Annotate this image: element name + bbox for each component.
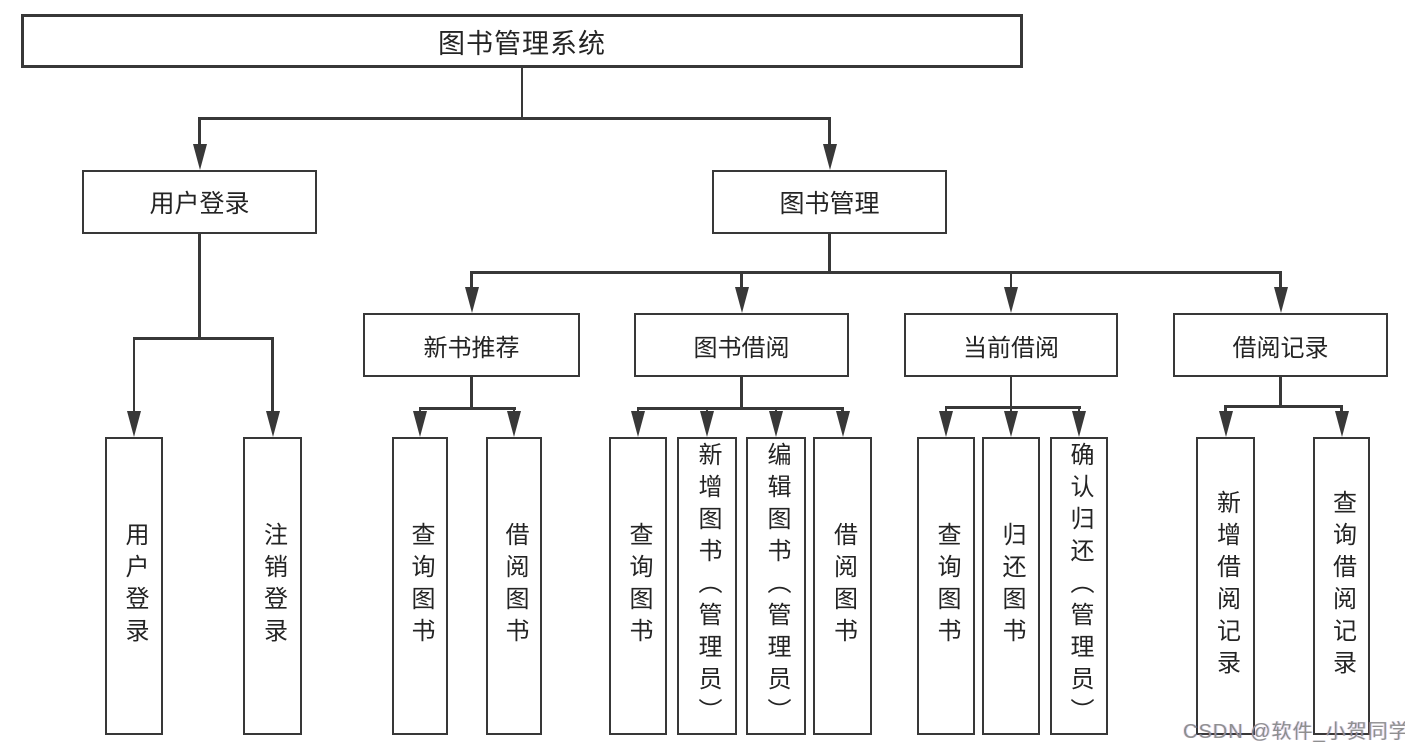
connector-user-login-stem xyxy=(198,234,201,337)
leaf-br-query-record: 查询借阅记录 xyxy=(1313,437,1370,735)
down-arrow-cb-confirm xyxy=(1072,411,1086,437)
connector-user-login-hbar xyxy=(132,337,274,340)
leaf-logout-login: 注销登录 xyxy=(243,437,302,735)
connector-book-management-stem xyxy=(828,234,831,271)
leaf-nbr-borrow-books: 借阅图书 xyxy=(486,437,542,735)
leaf-bb-query-books: 查询图书 xyxy=(609,437,667,735)
connector-cb-hbar xyxy=(944,406,1081,409)
node-current-borrowing: 当前借阅 xyxy=(904,313,1118,377)
leaf-cb-confirm-return-admin: 确认归还（管理员） xyxy=(1050,437,1108,735)
leaf-cb-confirm-return-admin-label: 确认归还（管理员） xyxy=(1066,442,1093,730)
leaf-bb-edit-books-admin: 编辑图书（管理员） xyxy=(746,437,806,735)
connector-shaft-cb-return xyxy=(1009,406,1013,413)
down-arrow-current-borrowing xyxy=(1004,287,1018,313)
down-arrow-book-borrowing xyxy=(734,287,749,313)
connector-shaft-br-add xyxy=(1224,405,1227,413)
leaf-cb-return-books: 归还图书 xyxy=(982,437,1040,735)
connector-shaft-borrowing-records xyxy=(1279,271,1282,289)
node-user-login-label: 用户登录 xyxy=(149,190,250,218)
down-arrow-cb-query xyxy=(939,411,953,437)
connector-shaft-br-query xyxy=(1340,405,1343,413)
down-arrow-bb-edit xyxy=(769,411,783,437)
node-book-management: 图书管理 xyxy=(712,170,947,234)
connector-bb-stem xyxy=(740,377,743,407)
connector-shaft-nbr-query xyxy=(418,407,422,413)
leaf-cb-query-books: 查询图书 xyxy=(917,437,975,735)
down-arrow-bb-add xyxy=(700,411,714,437)
leaf-user-login-label: 用户登录 xyxy=(121,522,148,650)
connector-shaft-cb-query xyxy=(944,406,948,413)
node-library-system: 图书管理系统 xyxy=(21,14,1023,68)
connector-shaft-user-login xyxy=(198,117,201,146)
connector-bb-hbar xyxy=(636,407,844,410)
down-arrow-br-query xyxy=(1334,411,1349,437)
leaf-br-add-record-label: 新增借阅记录 xyxy=(1212,490,1240,682)
down-arrow-bb-query xyxy=(631,411,645,437)
down-arrow-nbr-borrow xyxy=(507,411,521,437)
down-arrow-cb-return xyxy=(1004,411,1018,437)
down-arrow-book-management xyxy=(822,144,837,170)
leaf-cb-query-books-label: 查询图书 xyxy=(933,522,960,650)
leaf-bb-query-books-label: 查询图书 xyxy=(625,522,652,650)
connector-shaft-bb-edit xyxy=(774,407,778,413)
leaf-br-query-record-label: 查询借阅记录 xyxy=(1328,490,1356,682)
leaf-nbr-query-books-label: 查询图书 xyxy=(407,522,434,650)
connector-shaft-cb-confirm xyxy=(1077,406,1081,413)
down-arrow-bb-borrow xyxy=(835,411,850,437)
connector-br-hbar xyxy=(1224,405,1343,408)
connector-shaft-current-borrowing xyxy=(1009,271,1013,289)
leaf-bb-add-books-admin: 新增图书（管理员） xyxy=(677,437,737,735)
connector-br-stem xyxy=(1279,377,1282,405)
connector-book-management-hbar xyxy=(470,271,1282,274)
down-arrow-borrowing-records xyxy=(1273,287,1288,313)
node-new-book-recommend-label: 新书推荐 xyxy=(423,334,520,362)
leaf-user-login: 用户登录 xyxy=(105,437,163,735)
leaf-bb-borrow-books: 借阅图书 xyxy=(813,437,872,735)
node-current-borrowing-label: 当前借阅 xyxy=(963,334,1059,362)
connector-shaft-nbr-borrow xyxy=(512,407,516,413)
connector-shaft-leaf-logout xyxy=(271,337,274,413)
leaf-nbr-borrow-books-label: 借阅图书 xyxy=(501,522,528,650)
connector-shaft-new-book-recommend xyxy=(470,271,473,289)
node-library-system-label: 图书管理系统 xyxy=(438,28,606,59)
connector-shaft-bb-borrow xyxy=(841,407,844,413)
connector-shaft-bb-add xyxy=(705,407,709,413)
node-borrowing-records-label: 借阅记录 xyxy=(1232,334,1329,362)
node-user-login: 用户登录 xyxy=(82,170,317,234)
node-book-borrowing: 图书借阅 xyxy=(634,313,849,377)
connector-shaft-bb-query xyxy=(636,407,640,413)
down-arrow-leaf-logout xyxy=(265,411,280,437)
down-arrow-leaf-user-login xyxy=(127,411,141,437)
connector-shaft-leaf-user-login xyxy=(132,337,136,413)
connector-root-hbar xyxy=(198,117,831,120)
connector-nbr-stem xyxy=(470,377,473,407)
connector-shaft-book-management xyxy=(828,117,831,146)
node-new-book-recommend: 新书推荐 xyxy=(363,313,580,377)
connector-nbr-hbar xyxy=(418,407,516,410)
leaf-bb-add-books-admin-label: 新增图书（管理员） xyxy=(694,442,721,730)
leaf-logout-login-label: 注销登录 xyxy=(259,522,287,650)
down-arrow-user-login xyxy=(192,144,207,170)
leaf-br-add-record: 新增借阅记录 xyxy=(1196,437,1255,735)
node-book-borrowing-label: 图书借阅 xyxy=(693,334,790,362)
node-borrowing-records: 借阅记录 xyxy=(1173,313,1388,377)
connector-cb-stem xyxy=(1009,377,1013,406)
down-arrow-new-book-recommend xyxy=(464,287,479,313)
node-book-management-label: 图书管理 xyxy=(779,190,880,218)
down-arrow-br-add xyxy=(1218,411,1233,437)
connector-root-stem xyxy=(520,68,523,117)
connector-shaft-book-borrowing xyxy=(740,271,743,289)
leaf-nbr-query-books: 查询图书 xyxy=(392,437,448,735)
leaf-bb-borrow-books-label: 借阅图书 xyxy=(829,522,857,650)
down-arrow-nbr-query xyxy=(413,411,427,437)
leaf-bb-edit-books-admin-label: 编辑图书（管理员） xyxy=(763,442,790,730)
csdn-watermark: CSDN @软件_小贺同学 xyxy=(1183,721,1405,743)
leaf-cb-return-books-label: 归还图书 xyxy=(998,522,1025,650)
